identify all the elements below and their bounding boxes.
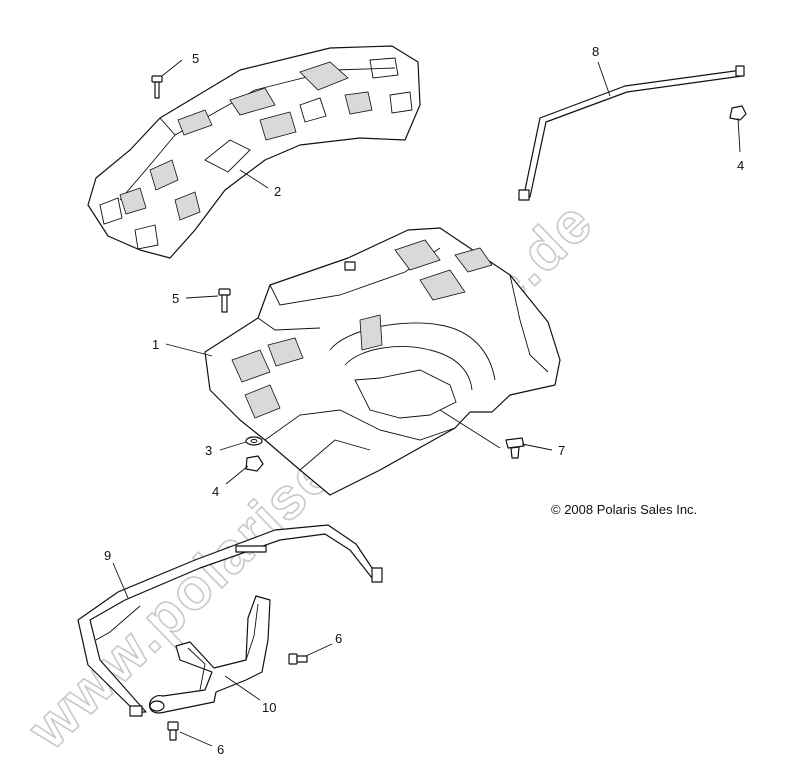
copyright-text: © 2008 Polaris Sales Inc. [551,502,697,517]
part-10-bracket [149,595,271,714]
part-9-bumper-frame [77,524,383,717]
part-4-nut-left [245,455,264,472]
part-3-washer [245,436,263,446]
part-6-bolt-right [288,653,308,665]
callout-labels: 5 2 8 4 5 1 3 4 7 9 6 10 6 [104,44,744,757]
callout-9: 9 [104,548,111,563]
part-6-bolt-lower [167,721,179,741]
part-8-rear-rail [518,65,745,201]
part-5-bolt-middle [218,288,231,313]
part-2-rack-panel [87,45,421,259]
callout-8: 8 [592,44,599,59]
part-1-rear-fender [204,227,561,496]
callout-6-lower: 6 [217,742,224,757]
callout-7: 7 [558,443,565,458]
callout-5-middle: 5 [172,291,179,306]
callout-6-right: 6 [335,631,342,646]
part-4-nut-right [729,105,747,121]
part-7-push-rivet [505,437,525,459]
callout-2: 2 [274,184,281,199]
part-5-bolt-top [151,75,163,99]
callout-4-left: 4 [212,484,219,499]
callout-5-top: 5 [192,51,199,66]
callout-10: 10 [262,700,276,715]
callout-1: 1 [152,337,159,352]
callout-3: 3 [205,443,212,458]
leader-lines [112,59,741,747]
callout-4-right: 4 [737,158,744,173]
